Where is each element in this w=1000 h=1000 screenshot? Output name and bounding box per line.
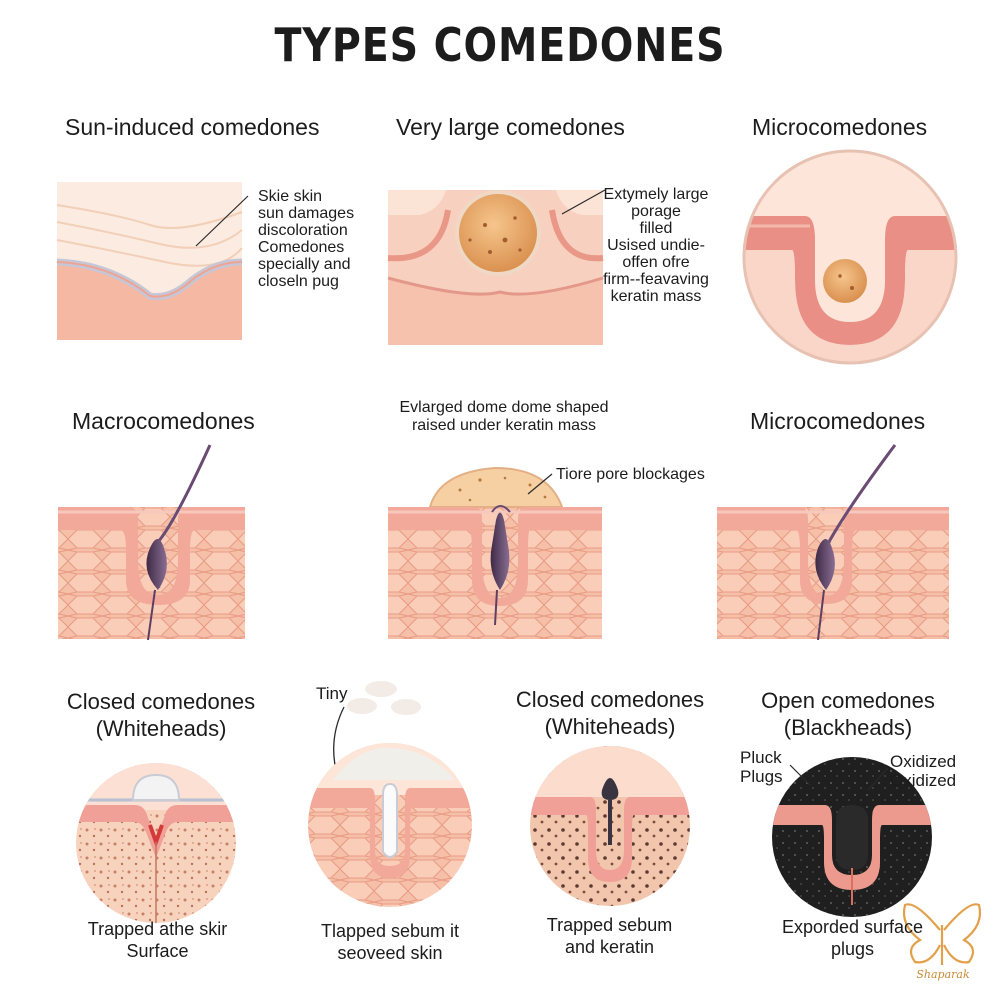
closed-2-illustration [530, 746, 690, 906]
heading-sun-induced: Sun-induced comedones [65, 114, 320, 140]
caption-closed-1: Trapped athe skir Surface [87, 919, 228, 961]
heading-very-large: Very large comedones [396, 114, 625, 140]
label-tiny: Tiny [316, 684, 348, 703]
butterfly-logo-icon [902, 903, 982, 965]
note-enlarged: Evlarged dome dome shaped raised under k… [399, 399, 609, 434]
caption-tiny: Tlapped sebum it seoveed skin [320, 921, 460, 963]
heading-micro-mid: Microcomedones [750, 408, 926, 434]
very-large-illustration [387, 189, 606, 345]
caption-open: Exporded surface plugs [781, 917, 924, 959]
note-open-right: Oxidized Oxidized [890, 752, 957, 790]
heading-closed-1: Closed comedones (Whiteheads) [66, 689, 256, 741]
tiny-illustration [308, 681, 472, 907]
heading-closed-2: Closed comedones (Whiteheads) [515, 687, 705, 739]
closed-1-illustration [76, 763, 236, 923]
heading-open: Open comedones (Blackheads) [761, 688, 935, 740]
sun-induced-illustration [56, 182, 249, 340]
note-sun-induced: Skie skin sun damages discoloration Come… [258, 188, 355, 290]
leader-line [527, 473, 553, 495]
pointer-enlarged: Tiore pore blockages [556, 466, 705, 483]
page-title: TYPES COMEDONES [274, 18, 726, 72]
logo-text: Shaparak [916, 968, 970, 981]
note-very-large: Extymely large porage filled Usised undi… [603, 186, 709, 305]
open-illustration [772, 757, 932, 917]
leader-line [561, 189, 606, 215]
enlarged-illustration [388, 466, 602, 639]
micro-mid-illustration [717, 444, 949, 641]
note-open-left: Pluck Plugs [740, 748, 783, 786]
heading-macro: Macrocomedones [72, 408, 255, 434]
leader-line [867, 767, 889, 791]
leader-line [333, 706, 345, 766]
macro-illustration [58, 444, 245, 641]
leader-line [789, 764, 811, 786]
micro-top-illustration [742, 149, 958, 365]
caption-closed-2: Trapped sebum and keratin [546, 915, 673, 957]
heading-micro-top: Microcomedones [752, 114, 928, 140]
leader-line [195, 195, 249, 247]
